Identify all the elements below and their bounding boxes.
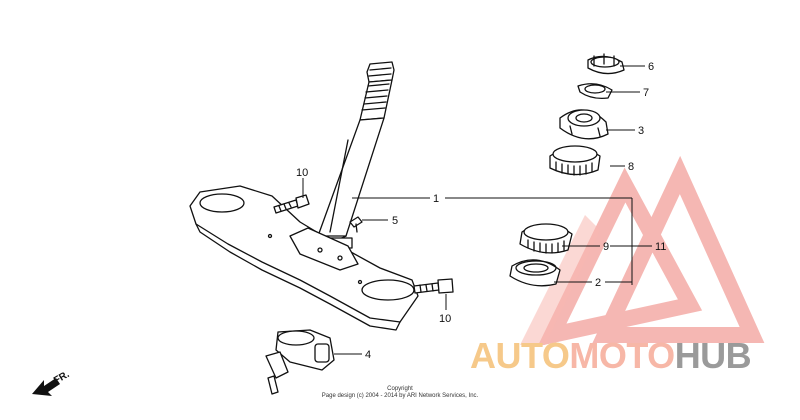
label-part-8: 8 — [628, 161, 634, 173]
copyright-text: Page design (c) 2004 - 2014 by ARI Netwo… — [321, 393, 479, 399]
ignition-switch — [265, 329, 335, 395]
label-part-5: 5 — [392, 215, 398, 227]
dust-seal — [509, 259, 561, 287]
lock-nut — [587, 53, 625, 75]
lock-washer — [577, 83, 613, 100]
label-part-10-lower: 10 — [439, 313, 451, 325]
adjusting-nut — [559, 109, 609, 140]
bolt-lower — [413, 278, 454, 294]
steering-stem — [311, 61, 395, 249]
label-part-1: 1 — [433, 193, 439, 205]
watermark-text: AUTOMOTOHUB — [470, 336, 800, 376]
copyright-title: Copyright — [387, 386, 413, 392]
front-arrow-icon — [32, 378, 60, 396]
front-direction-label: FR. — [52, 369, 72, 387]
label-part-10-upper: 10 — [296, 167, 308, 179]
lower-triple-clamp — [189, 185, 419, 331]
label-part-2: 2 — [595, 277, 601, 289]
watermark-part-c: HUB — [674, 335, 752, 376]
lower-bearing — [519, 223, 573, 254]
label-part-9: 9 — [603, 241, 609, 253]
watermark-part-b: MOTO — [569, 335, 675, 376]
label-part-3: 3 — [638, 125, 644, 137]
label-part-6: 6 — [648, 61, 654, 73]
screw — [349, 216, 363, 233]
label-part-11: 11 — [655, 241, 666, 253]
label-part-7: 7 — [643, 87, 649, 99]
watermark-part-a: AUTO — [470, 335, 570, 376]
label-part-4: 4 — [365, 349, 371, 361]
leader-lines — [302, 65, 652, 355]
upper-bearing — [549, 145, 601, 176]
